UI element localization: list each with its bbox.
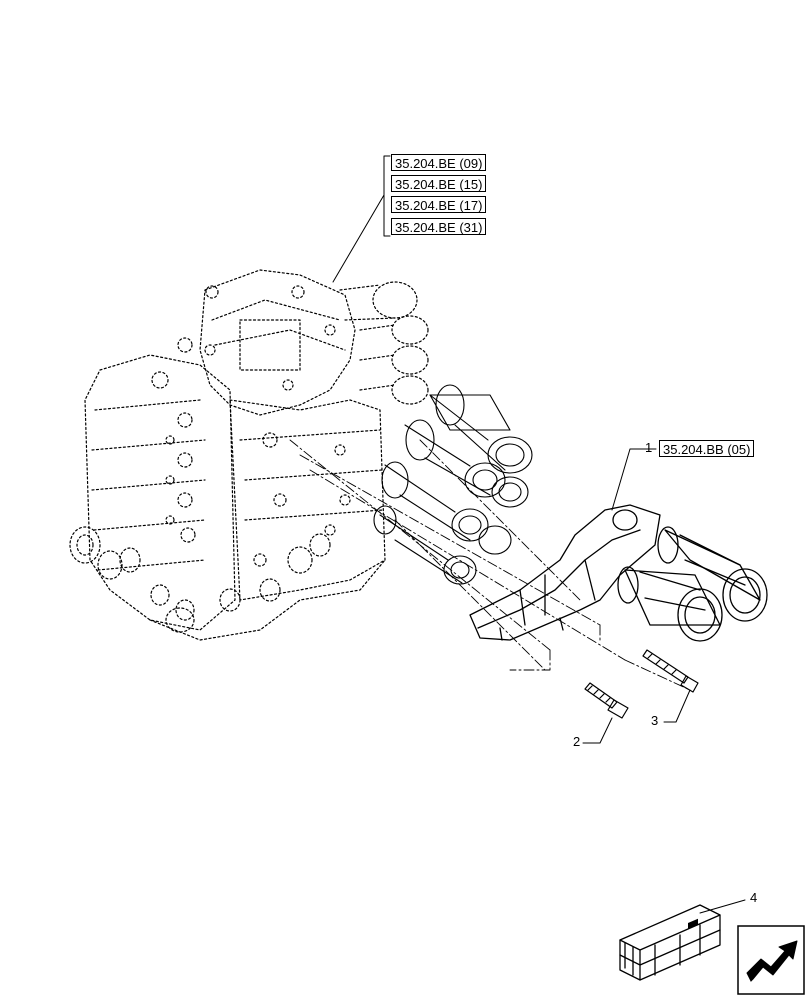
reference-box-35-204-bb-05[interactable]: 35.204.BB (05) — [659, 440, 755, 457]
callout-item-4: 4 — [750, 890, 758, 905]
reference-box-35-204-be-31[interactable]: 35.204.BE (31) — [391, 218, 487, 235]
leader-lines — [332, 155, 746, 914]
alignment-lines — [289, 439, 691, 691]
next-page-arrow-icon[interactable] — [737, 925, 805, 995]
callout-item-3: 3 — [651, 713, 659, 728]
reference-box-35-204-be-17[interactable]: 35.204.BE (17) — [391, 196, 487, 213]
control-valve-assembly — [69, 269, 429, 641]
bolt-item-2 — [584, 682, 629, 719]
reference-box-35-204-be-09[interactable]: 35.204.BE (09) — [391, 154, 487, 171]
callout-item-1: 1 — [645, 440, 653, 455]
kit-crate-icon — [619, 904, 721, 981]
callout-item-2: 2 — [573, 734, 581, 749]
bracket-assembly — [469, 504, 768, 642]
bolt-item-3 — [642, 649, 699, 693]
solenoid-cylinders — [373, 384, 533, 585]
reference-box-35-204-be-15[interactable]: 35.204.BE (15) — [391, 175, 487, 192]
